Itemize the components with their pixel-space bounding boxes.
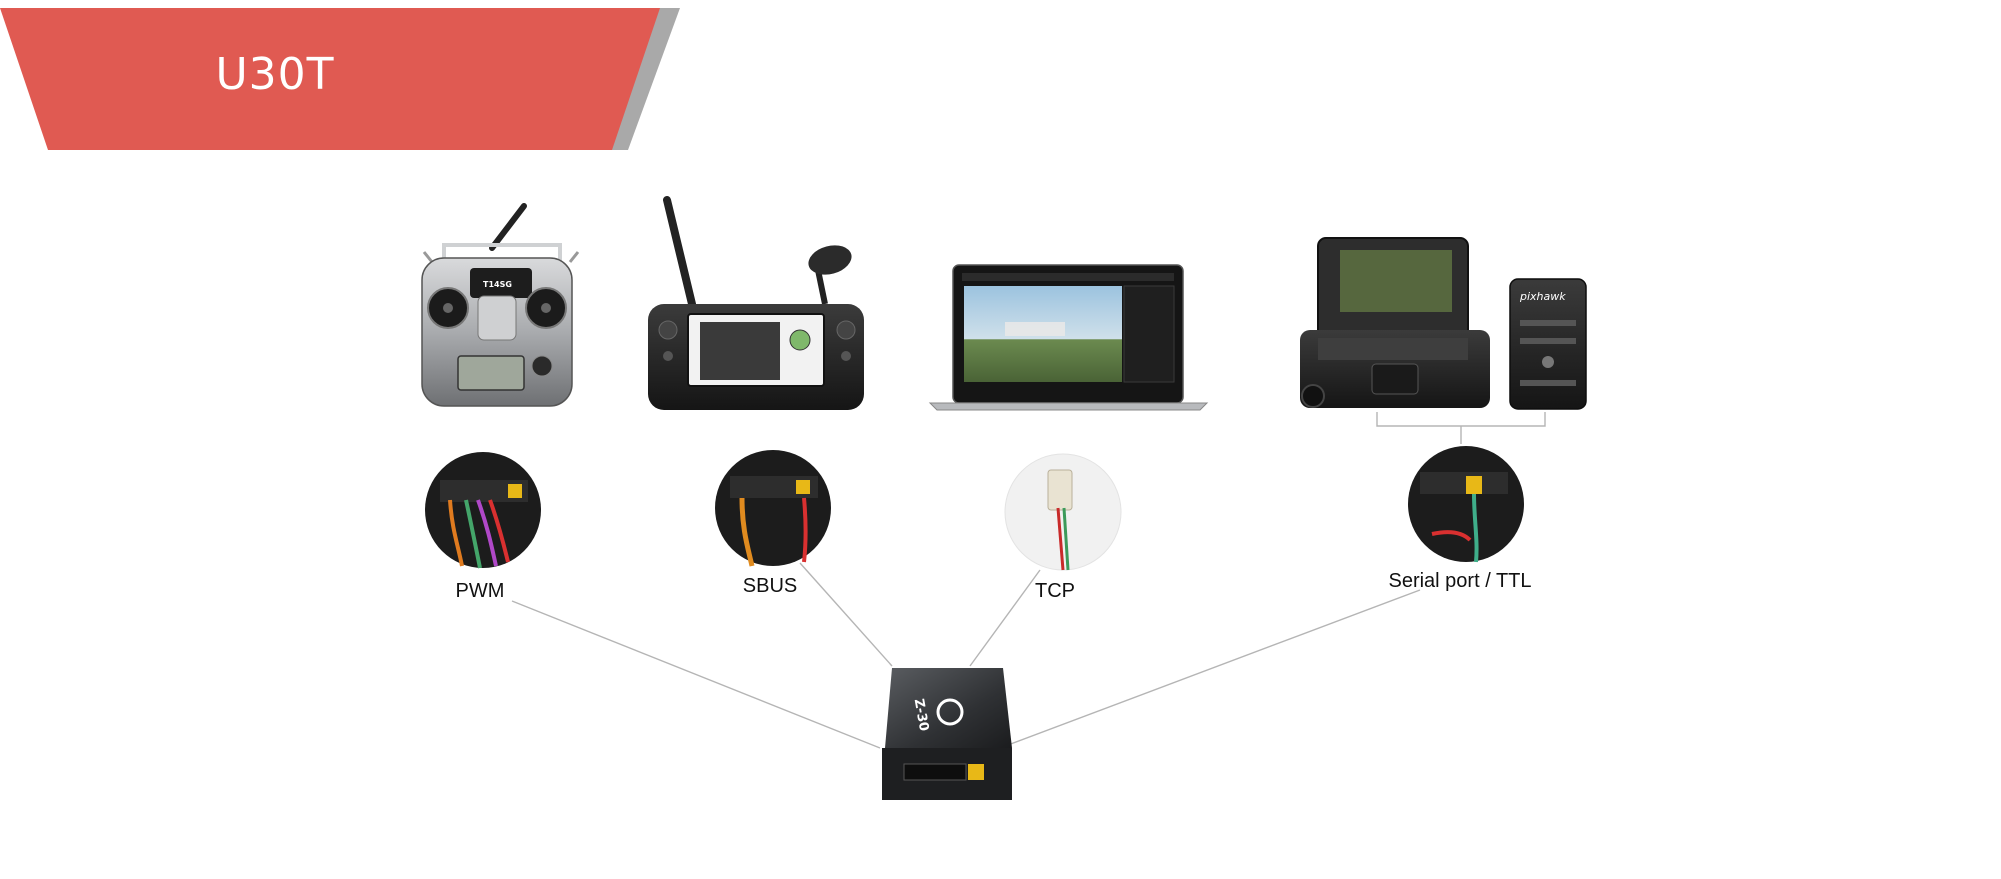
controller-left-button: [663, 351, 673, 361]
tcp-photo-wire-green: [1062, 507, 1070, 571]
sbus-photo-circle: [715, 450, 831, 566]
pixhawk-port-row-2: [1520, 338, 1576, 344]
transmitter-lcd-screen: [457, 355, 525, 391]
z30-top-face: [885, 668, 1012, 748]
sbus-label: SBUS: [742, 575, 798, 597]
controller-left-stick: [658, 320, 678, 340]
pixhawk-port-row-1: [1520, 320, 1576, 326]
ground-station-wheel: [1301, 384, 1325, 408]
transmitter-right-stick: [541, 303, 551, 313]
laptop-building: [1005, 322, 1065, 336]
tcp-photo-wire-red: [1056, 507, 1065, 571]
ground-station-latch: [1371, 363, 1419, 395]
device-group-bracket: [1376, 412, 1546, 444]
controller-antenna: [663, 196, 696, 308]
controller-puck-antenna: [808, 245, 852, 275]
laptop-screen-toolbar: [962, 273, 1174, 281]
serial-photo-wire-red: [1431, 530, 1472, 542]
pwm-photo-wire-purple: [476, 499, 498, 567]
transmitter-left-stick: [443, 303, 453, 313]
rc-transmitter-image: T14SG: [421, 203, 580, 407]
serial-connection-photo: [1408, 446, 1524, 563]
pwm-label: PWM: [455, 580, 505, 602]
serial-photo-header: [1420, 472, 1508, 494]
serial-connector-line: [999, 589, 1421, 749]
page-title: U30T: [215, 49, 335, 100]
laptop-base: [928, 402, 1209, 411]
sbus-photo-yellow-plug: [796, 480, 810, 494]
tcp-connector-line: [969, 569, 1041, 667]
pwm-connection-photo: [425, 452, 541, 569]
ground-station-panel: [1318, 338, 1468, 360]
pixhawk-port-row-3: [1520, 380, 1576, 386]
sbus-connector-line: [799, 562, 893, 667]
z30-pin-header: [903, 763, 967, 781]
controller-screen-gauge: [789, 329, 811, 351]
smart-controller-image: [648, 196, 864, 410]
banner-shape: [0, 8, 660, 150]
transmitter-switch-left: [422, 251, 434, 263]
pwm-photo-header: [440, 480, 528, 502]
sbus-photo-wire-orange: [739, 497, 755, 567]
serial-photo-yellow-plug: [1466, 476, 1482, 494]
z30-controller-image: Z-30: [882, 668, 1012, 800]
z30-model-label: Z-30: [911, 698, 931, 733]
controller-right-button: [841, 351, 851, 361]
pwm-photo-wire-green: [464, 499, 482, 569]
pixhawk-brand-label: pixhawk: [1519, 290, 1566, 303]
sbus-connection-photo: [715, 450, 831, 567]
z30-yellow-plug: [968, 764, 984, 780]
tcp-connection-photo: [1004, 453, 1122, 571]
connector-lines: [511, 412, 1546, 749]
tcp-photo-plug: [1047, 469, 1073, 511]
tcp-label: TCP: [1035, 580, 1075, 602]
controller-screen-map: [700, 322, 780, 380]
pwm-photo-wire-red: [488, 499, 510, 563]
z30-logo-icon: [936, 698, 964, 726]
transmitter-switch-right: [568, 251, 580, 263]
transmitter-dial: [531, 355, 553, 377]
ground-station-image: [1300, 237, 1490, 408]
controller-puck-stem: [815, 269, 828, 305]
title-banner: [0, 8, 680, 150]
pwm-connector-line: [511, 600, 881, 749]
pixhawk-flight-controller-image: pixhawk: [1509, 278, 1587, 410]
ground-station-screen: [1340, 250, 1452, 312]
controller-right-stick: [836, 320, 856, 340]
transmitter-center-pad: [477, 295, 517, 341]
serial-port-label: Serial port / TTL: [1388, 570, 1532, 592]
transmitter-antenna: [489, 203, 527, 251]
transmitter-model-label: T14SG: [483, 280, 512, 289]
transmitter-top-panel: [470, 268, 532, 298]
pwm-photo-yellow-plug: [508, 484, 522, 498]
transmitter-handle: [442, 243, 562, 265]
laptop-side-panel: [1123, 285, 1175, 383]
pwm-photo-wire-orange: [448, 499, 464, 567]
pixhawk-led: [1542, 356, 1554, 368]
laptop-image: [928, 264, 1209, 411]
sbus-photo-wire-red: [802, 497, 808, 563]
serial-photo-circle: [1408, 446, 1524, 562]
serial-photo-wire-green: [1472, 493, 1479, 563]
